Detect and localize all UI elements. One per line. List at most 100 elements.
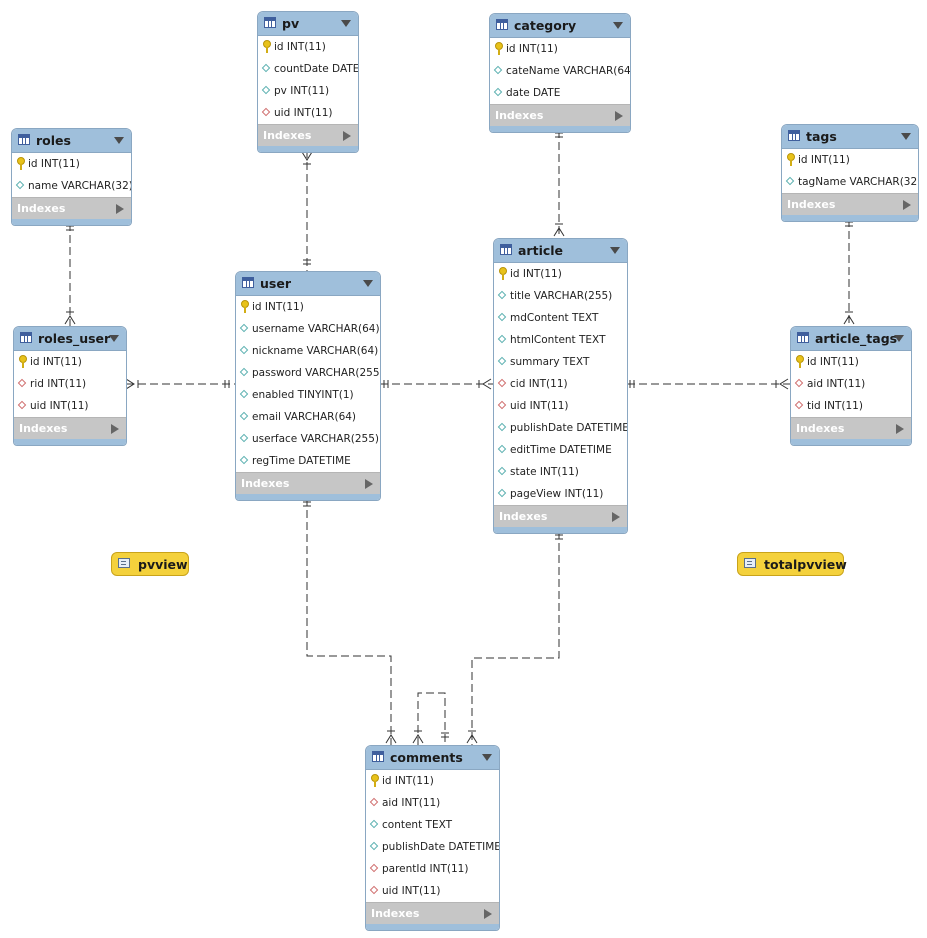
column-row[interactable]: parentId INT(11): [366, 858, 499, 880]
table-header[interactable]: pv: [258, 12, 358, 36]
collapse-arrow-icon[interactable]: [363, 280, 373, 287]
indexes-section[interactable]: Indexes: [782, 193, 918, 215]
table-footer: [782, 215, 918, 221]
column-row[interactable]: cateName VARCHAR(64): [490, 60, 630, 82]
expand-triangle-icon[interactable]: [612, 512, 620, 522]
foreign-key-diamond-icon: [17, 378, 27, 388]
column-row[interactable]: userface VARCHAR(255): [236, 428, 380, 450]
expand-triangle-icon[interactable]: [365, 479, 373, 489]
column-row[interactable]: mdContent TEXT: [494, 307, 627, 329]
column-row[interactable]: uid INT(11): [494, 395, 627, 417]
column-diamond-icon: [785, 176, 795, 186]
indexes-section[interactable]: Indexes: [14, 417, 126, 439]
column-label: tagName VARCHAR(32): [798, 176, 919, 188]
table-header[interactable]: article: [494, 239, 627, 263]
column-row[interactable]: pv INT(11): [258, 80, 358, 102]
column-row[interactable]: cid INT(11): [494, 373, 627, 395]
column-row[interactable]: state INT(11): [494, 461, 627, 483]
table-header[interactable]: roles_user: [14, 327, 126, 351]
column-row[interactable]: id INT(11): [366, 770, 499, 792]
expand-triangle-icon[interactable]: [116, 204, 124, 214]
indexes-section[interactable]: Indexes: [258, 124, 358, 146]
column-row[interactable]: rid INT(11): [14, 373, 126, 395]
column-row[interactable]: summary TEXT: [494, 351, 627, 373]
column-row[interactable]: htmlContent TEXT: [494, 329, 627, 351]
expand-triangle-icon[interactable]: [484, 909, 492, 919]
indexes-section[interactable]: Indexes: [12, 197, 131, 219]
expand-triangle-icon[interactable]: [343, 131, 351, 141]
column-row[interactable]: countDate DATE: [258, 58, 358, 80]
view-icon: [118, 558, 130, 568]
foreign-key-diamond-icon: [369, 885, 379, 895]
column-row[interactable]: password VARCHAR(255): [236, 362, 380, 384]
indexes-section[interactable]: Indexes: [236, 472, 380, 494]
column-row[interactable]: username VARCHAR(64): [236, 318, 380, 340]
column-row[interactable]: publishDate DATETIME: [366, 836, 499, 858]
column-row[interactable]: enabled TINYINT(1): [236, 384, 380, 406]
expand-triangle-icon[interactable]: [615, 111, 623, 121]
column-row[interactable]: nickname VARCHAR(64): [236, 340, 380, 362]
column-row[interactable]: id INT(11): [494, 263, 627, 285]
column-row[interactable]: editTime DATETIME: [494, 439, 627, 461]
column-row[interactable]: tagName VARCHAR(32): [782, 171, 918, 193]
table-header[interactable]: comments: [366, 746, 499, 770]
column-row[interactable]: uid INT(11): [366, 880, 499, 902]
table-header[interactable]: tags: [782, 125, 918, 149]
table-header[interactable]: article_tags: [791, 327, 911, 351]
column-row[interactable]: tid INT(11): [791, 395, 911, 417]
collapse-arrow-icon[interactable]: [613, 22, 623, 29]
column-row[interactable]: id INT(11): [258, 36, 358, 58]
indexes-section[interactable]: Indexes: [494, 505, 627, 527]
column-row[interactable]: aid INT(11): [366, 792, 499, 814]
expand-triangle-icon[interactable]: [903, 200, 911, 210]
column-row[interactable]: id INT(11): [782, 149, 918, 171]
table-title: user: [260, 276, 291, 291]
table-header[interactable]: roles: [12, 129, 131, 153]
table-user[interactable]: user id INT(11)username VARCHAR(64)nickna…: [235, 271, 381, 501]
collapse-arrow-icon[interactable]: [482, 754, 492, 761]
column-row[interactable]: id INT(11): [236, 296, 380, 318]
collapse-arrow-icon[interactable]: [610, 247, 620, 254]
table-header[interactable]: user: [236, 272, 380, 296]
column-row[interactable]: email VARCHAR(64): [236, 406, 380, 428]
indexes-section[interactable]: Indexes: [366, 902, 499, 924]
view-pvview[interactable]: pvview: [111, 552, 189, 576]
collapse-arrow-icon[interactable]: [109, 335, 119, 342]
view-totalpvview[interactable]: totalpvview: [737, 552, 847, 576]
expand-triangle-icon[interactable]: [111, 424, 119, 434]
column-label: cid INT(11): [510, 378, 568, 390]
column-row[interactable]: uid INT(11): [258, 102, 358, 124]
column-row[interactable]: pageView INT(11): [494, 483, 627, 505]
column-row[interactable]: name VARCHAR(32): [12, 175, 131, 197]
column-label: summary TEXT: [510, 356, 590, 368]
collapse-arrow-icon[interactable]: [114, 137, 124, 144]
column-row[interactable]: id INT(11): [490, 38, 630, 60]
column-row[interactable]: publishDate DATETIME: [494, 417, 627, 439]
collapse-arrow-icon[interactable]: [341, 20, 351, 27]
indexes-section[interactable]: Indexes: [791, 417, 911, 439]
expand-triangle-icon[interactable]: [896, 424, 904, 434]
column-row[interactable]: id INT(11): [12, 153, 131, 175]
column-row[interactable]: date DATE: [490, 82, 630, 104]
column-row[interactable]: content TEXT: [366, 814, 499, 836]
indexes-label: Indexes: [371, 907, 420, 920]
column-row[interactable]: regTime DATETIME: [236, 450, 380, 472]
table-header[interactable]: category: [490, 14, 630, 38]
column-row[interactable]: aid INT(11): [791, 373, 911, 395]
indexes-section[interactable]: Indexes: [490, 104, 630, 126]
collapse-arrow-icon[interactable]: [894, 335, 904, 342]
column-label: state INT(11): [510, 466, 579, 478]
column-row[interactable]: id INT(11): [791, 351, 911, 373]
collapse-arrow-icon[interactable]: [901, 133, 911, 140]
column-row[interactable]: title VARCHAR(255): [494, 285, 627, 307]
column-row[interactable]: id INT(11): [14, 351, 126, 373]
column-row[interactable]: uid INT(11): [14, 395, 126, 417]
